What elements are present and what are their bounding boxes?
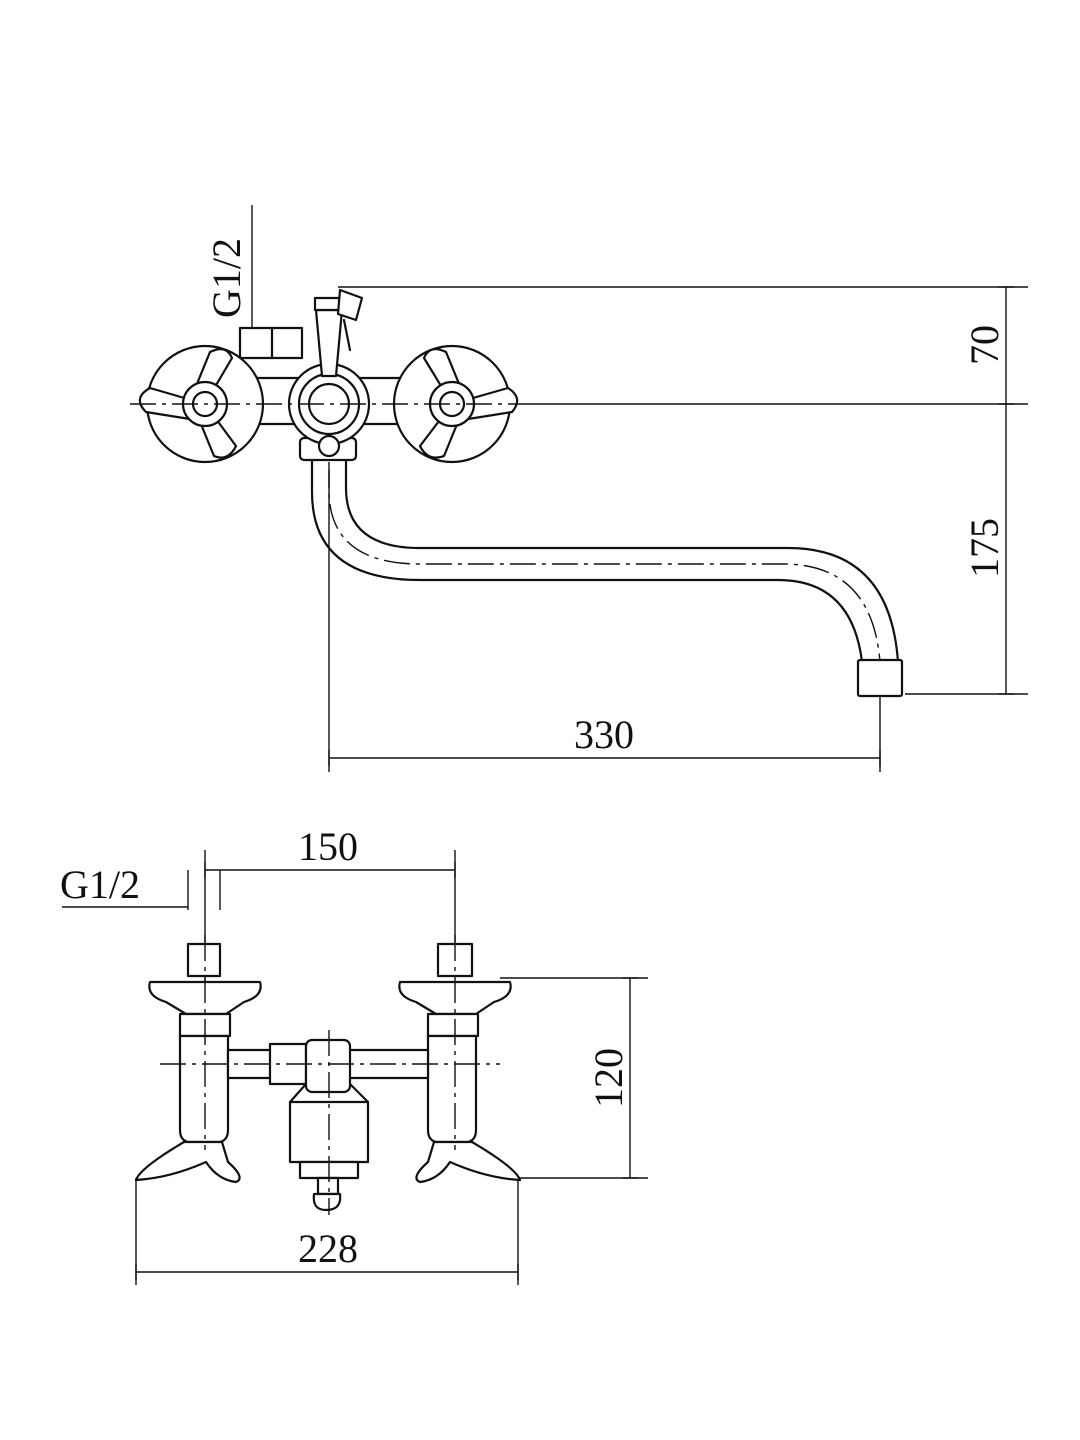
center-diverter: [287, 362, 371, 462]
dim-line-inlet-spacing: [204, 862, 456, 878]
diverter-lever: [313, 288, 364, 378]
right-cross-handle: [392, 344, 519, 464]
front-view: G1/2 150 120 228: [60, 824, 648, 1285]
dim-line-front-height: [622, 977, 638, 1179]
inlet-pipe: [238, 326, 304, 360]
thread-label-top: G1/2: [204, 238, 249, 318]
top-view: G1/2 70 175 330: [130, 205, 1028, 772]
dim-label-70: 70: [962, 325, 1007, 365]
thread-label-front: G1/2: [60, 862, 140, 907]
aerator-nozzle: [856, 658, 904, 698]
right-lever-handle: [415, 1140, 522, 1184]
dim-label-150: 150: [298, 824, 358, 869]
right-valve-body: [426, 1034, 478, 1144]
left-valve-body: [178, 1034, 230, 1144]
dim-label-228: 228: [298, 1226, 358, 1271]
spout: [310, 458, 904, 698]
top-view-extension-lines: [251, 205, 1028, 772]
left-inlet-nut: [186, 942, 222, 978]
dim-label-120: 120: [586, 1048, 631, 1108]
left-cross-handle: [138, 344, 265, 464]
dim-label-330: 330: [574, 712, 634, 757]
dim-label-175: 175: [962, 518, 1007, 578]
dim-line-overall-width: [135, 1264, 519, 1280]
left-lever-handle: [134, 1140, 241, 1184]
dim-line-spout-reach: [328, 750, 881, 766]
right-bonnet-nut: [426, 1012, 480, 1038]
dim-line-vertical-right: [998, 286, 1014, 695]
